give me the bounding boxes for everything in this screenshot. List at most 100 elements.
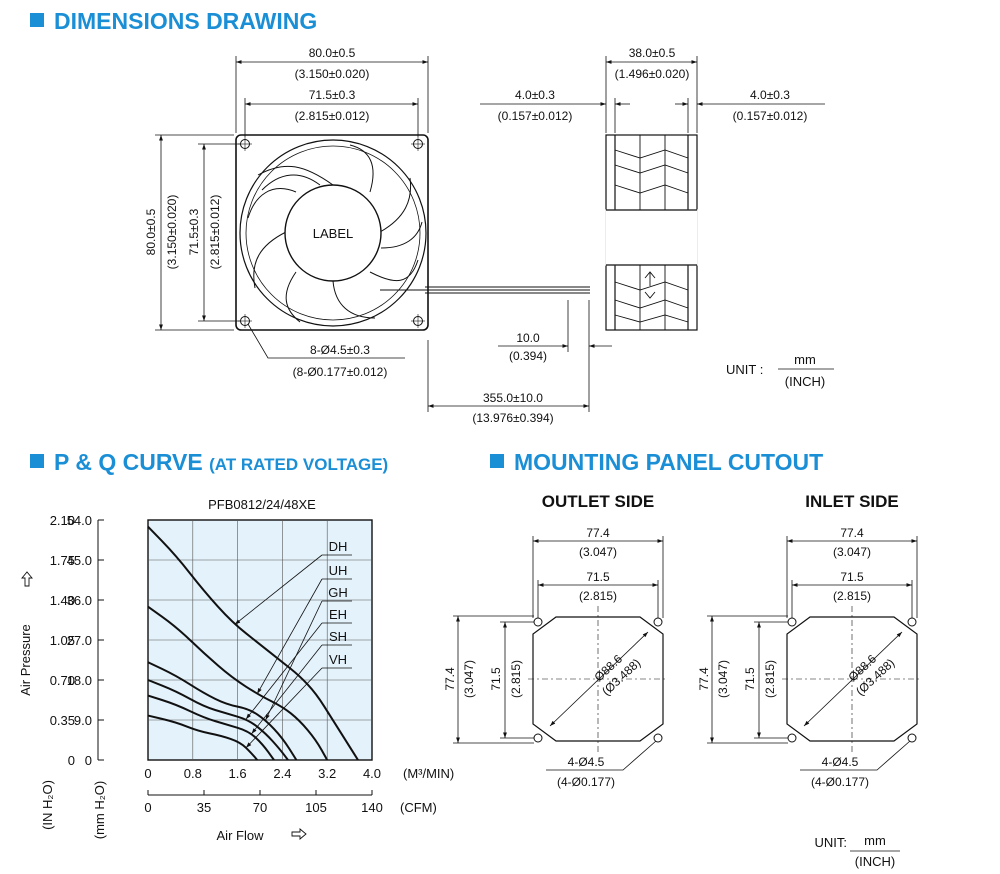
y-tick-mm-label: 0: [85, 753, 92, 768]
pq-curve-title: P & Q CURVE (AT RATED VOLTAGE): [30, 449, 388, 476]
outlet-height-outer-inch: (3.047): [462, 660, 476, 698]
inlet-side-title: INLET SIDE: [805, 492, 899, 511]
bullet-square-icon: [490, 454, 504, 468]
y-tick-mm-label: 54.0: [67, 513, 92, 528]
cutout-inlet-side: INLET SIDE77.4(3.047)71.5(2.815)77.4(3.0…: [697, 492, 922, 789]
x-axis-label: Air Flow: [217, 828, 265, 843]
curve-label-sh: SH: [329, 629, 347, 644]
x-tick-cfm-label: 70: [253, 800, 267, 815]
chart-grid: [148, 520, 372, 760]
y-tick-in-label: 0: [68, 753, 75, 768]
y-tick-mm-label: 27.0: [67, 633, 92, 648]
y-unit-mmh2o: (mm H₂O): [92, 781, 107, 839]
height-outer-inch-label: (3.150±0.020): [165, 195, 179, 270]
chart-title: PFB0812/24/48XE: [208, 497, 316, 512]
fan-label-text: LABEL: [313, 226, 353, 241]
x-tick-cfm-label: 0: [144, 800, 151, 815]
width-inner-label: 71.5±0.3: [309, 88, 356, 102]
depth-inch-label: (1.496±0.020): [615, 67, 690, 81]
holes-label: 8-Ø4.5±0.3: [310, 343, 370, 357]
unit-mm-top: mm: [794, 352, 816, 367]
x-ticks-cfm: 0 35 70 105 140: [144, 790, 383, 815]
y-ticks-mmh2o: 09.018.027.036.045.054.0: [67, 513, 104, 768]
pq-curve-subtitle: (AT RATED VOLTAGE): [209, 455, 389, 474]
front-dimension-lines: [155, 56, 612, 412]
inlet-hole: [907, 733, 917, 743]
unit-inch-bottom: (INCH): [855, 854, 895, 869]
fan-blades: [247, 144, 423, 323]
curve-dh: [147, 525, 359, 761]
x-tick-cfm-label: 105: [305, 800, 327, 815]
side-dimension-lines: [480, 56, 825, 133]
inlet-height-outer-inch: (3.047): [716, 660, 730, 698]
flange-right-inch-label: (0.157±0.012): [733, 109, 808, 123]
x-unit-cfm: (CFM): [400, 800, 437, 815]
flange-left-label: 4.0±0.3: [515, 88, 555, 102]
strip-length-label: 10.0: [516, 331, 540, 345]
inlet-height-outer: 77.4: [697, 667, 711, 691]
curve-label-gh: GH: [328, 585, 348, 600]
width-outer-label: 80.0±0.5: [309, 46, 356, 60]
y-ticks-inh2o: 00.350.701.051.401.752.10: [50, 513, 75, 768]
depth-label: 38.0±0.5: [629, 46, 676, 60]
inlet-hole: [787, 617, 797, 627]
airflow-arrow-icon: [644, 271, 656, 299]
curve-label-eh: EH: [329, 607, 347, 622]
curve-label-uh: UH: [329, 563, 348, 578]
outlet-hole: [533, 733, 543, 743]
y-tick-in-label: 2.10: [50, 513, 75, 528]
dimensions-title-text: DIMENSIONS DRAWING: [54, 8, 318, 34]
outlet-width-inner: 71.5: [586, 570, 610, 584]
y-unit-inh2o: (IN H₂O): [40, 780, 55, 830]
outlet-width-inner-inch: (2.815): [579, 589, 617, 603]
curve-gh: [147, 661, 298, 761]
fan-hub: [284, 184, 382, 282]
outlet-height-inner: 71.5: [489, 667, 503, 691]
fan-frame: [235, 134, 429, 331]
outlet-hole: [653, 617, 663, 627]
x-tick-m3-label: 2.4: [273, 766, 291, 781]
pq-curve-title-text: P & Q CURVE: [54, 449, 203, 475]
y-tick-mm-label: 45.0: [67, 553, 92, 568]
inlet-height-inner-inch: (2.815): [763, 660, 777, 698]
outlet-hole: [653, 733, 663, 743]
inlet-hole: [907, 617, 917, 627]
curve-label-leader: [234, 554, 323, 625]
y-tick-mm-label: 36.0: [67, 593, 92, 608]
lead-wires: [380, 286, 590, 294]
width-outer-inch-label: (3.150±0.020): [295, 67, 370, 81]
curve-label-leader: [245, 667, 323, 749]
outlet-height-inner-inch: (2.815): [509, 660, 523, 698]
lead-length-label: 355.0±10.0: [483, 391, 543, 405]
x-tick-cfm-label: 140: [361, 800, 383, 815]
curve-label-leader: [265, 600, 323, 721]
inlet-width-outer: 77.4: [840, 526, 864, 540]
fan-shroud: [239, 139, 427, 327]
x-tick-cfm-label: 35: [197, 800, 211, 815]
inlet-width-inner-inch: (2.815): [833, 589, 871, 603]
x-tick-m3-label: 4.0: [363, 766, 381, 781]
curve-label-leader: [245, 622, 323, 720]
outlet-width-outer-inch: (3.047): [579, 545, 617, 559]
x-unit-m3min: (M³/MIN): [403, 766, 454, 781]
fan-front-view: [235, 134, 590, 331]
unit-label-top: UNIT :: [726, 362, 763, 377]
mounting-title: MOUNTING PANEL CUTOUT: [490, 449, 823, 476]
y-tick-in-label: 1.40: [50, 593, 75, 608]
unit-label-bottom: UNIT:: [815, 835, 848, 850]
inlet-hole: [787, 733, 797, 743]
hole-crosshairs: [238, 137, 425, 328]
height-outer-label: 80.0±0.5: [144, 208, 158, 255]
height-inner-inch-label: (2.815±0.012): [208, 195, 222, 270]
y-tick-in-label: 0.35: [50, 713, 75, 728]
curve-label-vh: VH: [329, 652, 347, 667]
y-tick-in-label: 1.75: [50, 553, 75, 568]
bullet-square-icon: [30, 13, 44, 27]
inlet-cutout-shape: [786, 616, 918, 742]
flange-left-inch-label: (0.157±0.012): [498, 109, 573, 123]
bullet-square-icon: [30, 454, 44, 468]
flange-right-label: 4.0±0.3: [750, 88, 790, 102]
y-tick-in-label: 1.05: [50, 633, 75, 648]
